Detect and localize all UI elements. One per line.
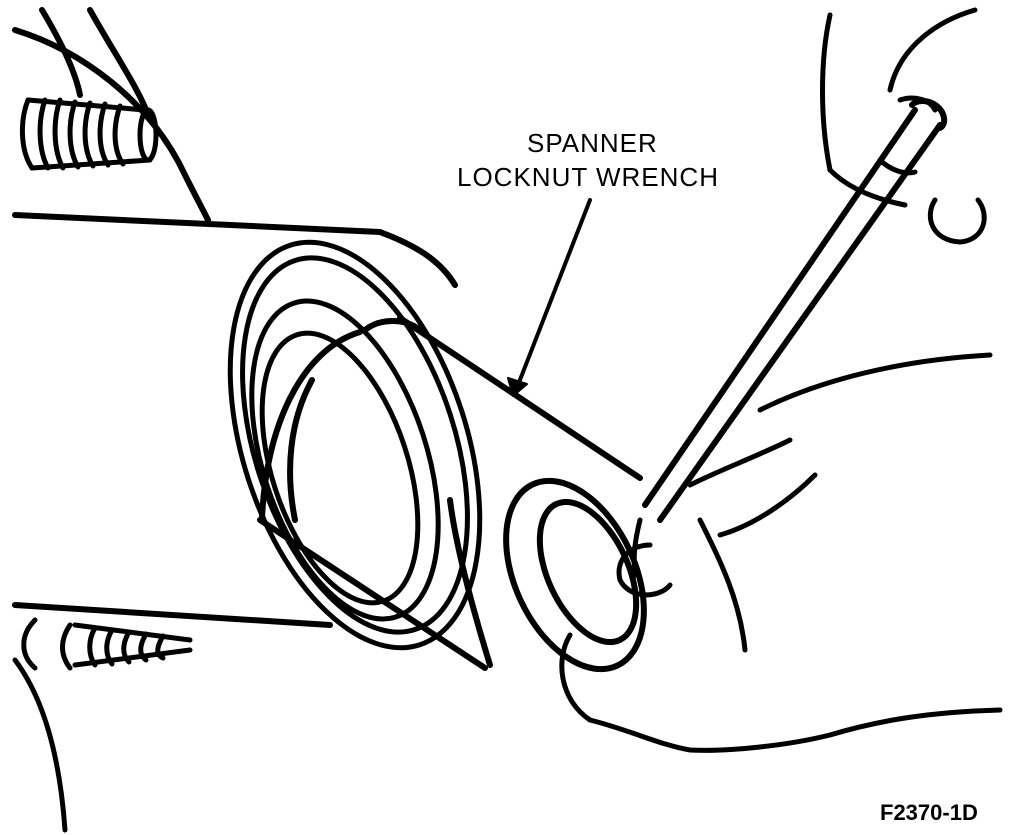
callout-label-line-2: LOCKNUT WRENCH — [457, 162, 719, 192]
hand-lower — [559, 352, 1003, 753]
figure-id: F2370-1D — [880, 800, 978, 825]
threaded-stud-lower — [12, 617, 193, 833]
axle-housing-tube — [12, 229, 458, 628]
callout-label-line-1: SPANNER — [527, 128, 658, 158]
hand-upper — [820, 7, 987, 245]
threaded-stud-upper — [19, 97, 159, 171]
pry-rod — [642, 97, 948, 523]
callout-leader — [507, 198, 592, 397]
